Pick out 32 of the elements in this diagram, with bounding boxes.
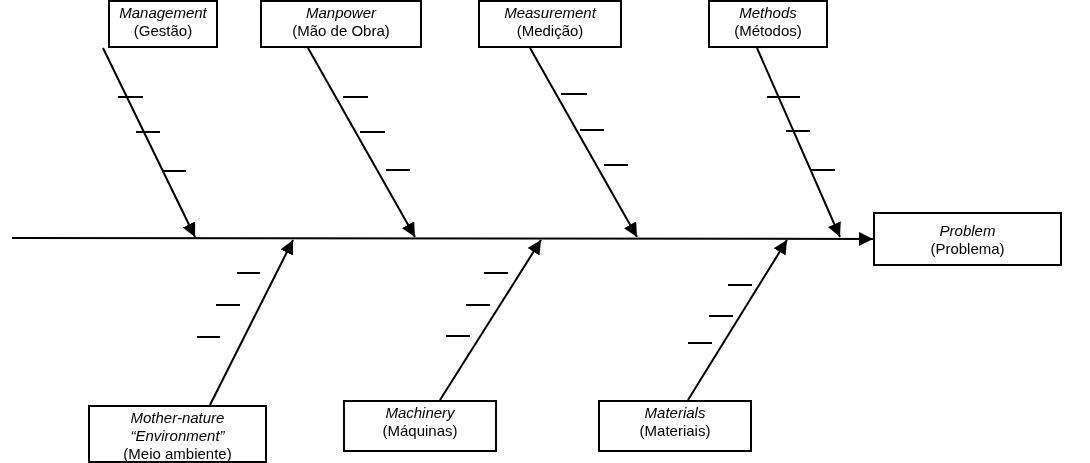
- translation-label: (Problema): [930, 240, 1005, 258]
- category-box: [873, 212, 1062, 266]
- category-label: Machinery: [385, 404, 455, 422]
- category-label: Problem: [939, 222, 996, 240]
- category-box: [343, 400, 497, 452]
- cause-arrow: [529, 47, 638, 238]
- category-box: [598, 400, 752, 452]
- cause-arrow: [307, 47, 416, 238]
- translation-label: (Mão de Obra): [292, 22, 390, 40]
- cause-arrow: [756, 47, 841, 238]
- cause-arrow: [687, 239, 788, 401]
- category-box: [478, 0, 622, 48]
- category-label: Methods: [739, 4, 797, 22]
- cause-arrow: [439, 239, 542, 401]
- category-box: [88, 405, 267, 463]
- spine-arrow: [11, 232, 874, 246]
- cause-arrow: [209, 239, 294, 406]
- category-label: Management: [119, 4, 207, 22]
- translation-label: (Medição): [516, 22, 584, 40]
- cause-arrow: [102, 47, 196, 238]
- category-label: Measurement: [504, 4, 596, 22]
- translation-label: (Meio ambiente): [123, 445, 232, 463]
- category-box: [708, 0, 828, 48]
- translation-label: (Gestão): [133, 22, 193, 40]
- category-label: Mother-nature “Environment”: [129, 409, 226, 445]
- category-box: [108, 0, 218, 48]
- translation-label: (Máquinas): [382, 422, 458, 440]
- translation-label: (Materiais): [639, 422, 711, 440]
- category-label: Manpower: [305, 4, 376, 22]
- category-box: [260, 0, 422, 48]
- category-label: Materials: [644, 404, 706, 422]
- translation-label: (Métodos): [734, 22, 802, 40]
